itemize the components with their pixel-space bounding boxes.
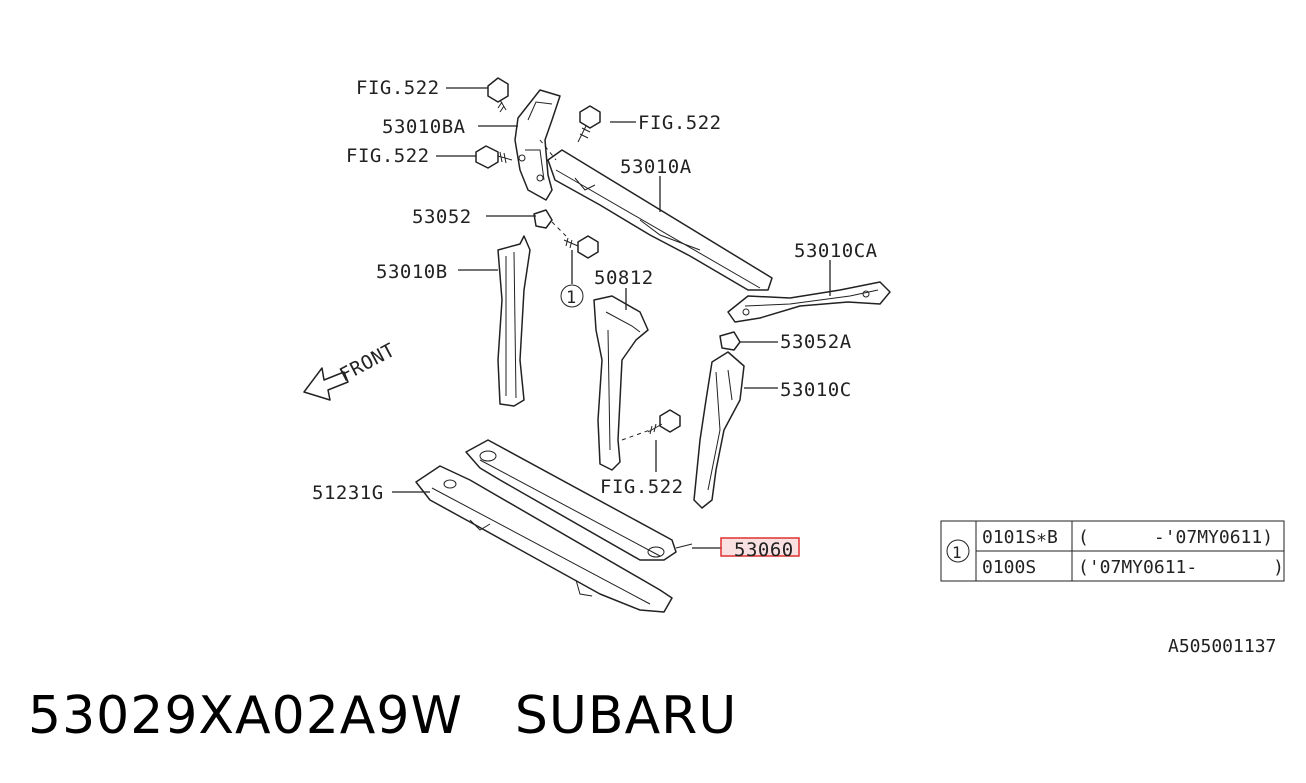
part-number: 53029XA02A9W: [28, 686, 463, 746]
callout-fig522-mid-left: FIG.522: [346, 145, 430, 167]
callout-53010C: 53010C: [780, 379, 852, 401]
front-arrow-icon: [303, 367, 349, 401]
part-50812: [593, 295, 651, 471]
bolt-icon: [487, 77, 509, 113]
applicability-table: 1 0101S∗B ( -'07MY0611) 0100S ('07MY0611…: [940, 520, 1285, 582]
callout-50812: 50812: [594, 267, 654, 289]
callout-51231G: 51231G: [312, 482, 384, 504]
circle-ref-label: 1: [566, 288, 577, 308]
callout-fig522-top-right: FIG.522: [638, 112, 722, 134]
circle-ref-1: 1: [560, 284, 584, 308]
callout-53010BA: 53010BA: [382, 116, 466, 138]
nut-icon: [719, 331, 741, 351]
table-ref-label: 1: [952, 543, 962, 562]
bolt-icon: [647, 409, 681, 435]
part-53060-beam: [465, 439, 693, 561]
front-label: FRONT: [336, 339, 399, 386]
part-53010B: [497, 235, 531, 407]
callout-fig522-top-left: FIG.522: [356, 77, 440, 99]
bolt-icon: [563, 235, 599, 259]
leader-lines: [392, 87, 831, 549]
table-range-row1: ( -'07MY0611): [1078, 527, 1273, 548]
callout-53052A: 53052A: [780, 331, 852, 353]
diagram-id: A505001137: [1168, 636, 1276, 657]
bolt-icon: [475, 145, 513, 169]
callout-53010A: 53010A: [620, 156, 692, 178]
highlighted-part-53060[interactable]: 53060: [720, 537, 800, 561]
callout-53010CA: 53010CA: [794, 240, 878, 262]
table-range-row2: ('07MY0611- ): [1078, 557, 1284, 578]
callout-53052: 53052: [412, 206, 472, 228]
table-part-row2: 0100S: [982, 557, 1036, 578]
table-part-row1: 0101S∗B: [982, 527, 1058, 548]
part-53010A: [539, 139, 773, 291]
part-51231G: [415, 465, 673, 613]
part-53010C: [693, 351, 745, 509]
part-53010BA: [514, 89, 561, 201]
part-53010CA: [727, 281, 891, 323]
callout-53060[interactable]: 53060: [734, 539, 794, 561]
brand-name: SUBARU: [514, 686, 738, 746]
bolt-icon: [577, 105, 601, 143]
highlight-box: [720, 537, 800, 557]
callout-fig522-bottom: FIG.522: [600, 476, 684, 498]
footer-title: 53029XA02A9W SUBARU: [28, 686, 737, 746]
callout-53010B: 53010B: [376, 261, 448, 283]
nut-icon: [533, 209, 567, 237]
